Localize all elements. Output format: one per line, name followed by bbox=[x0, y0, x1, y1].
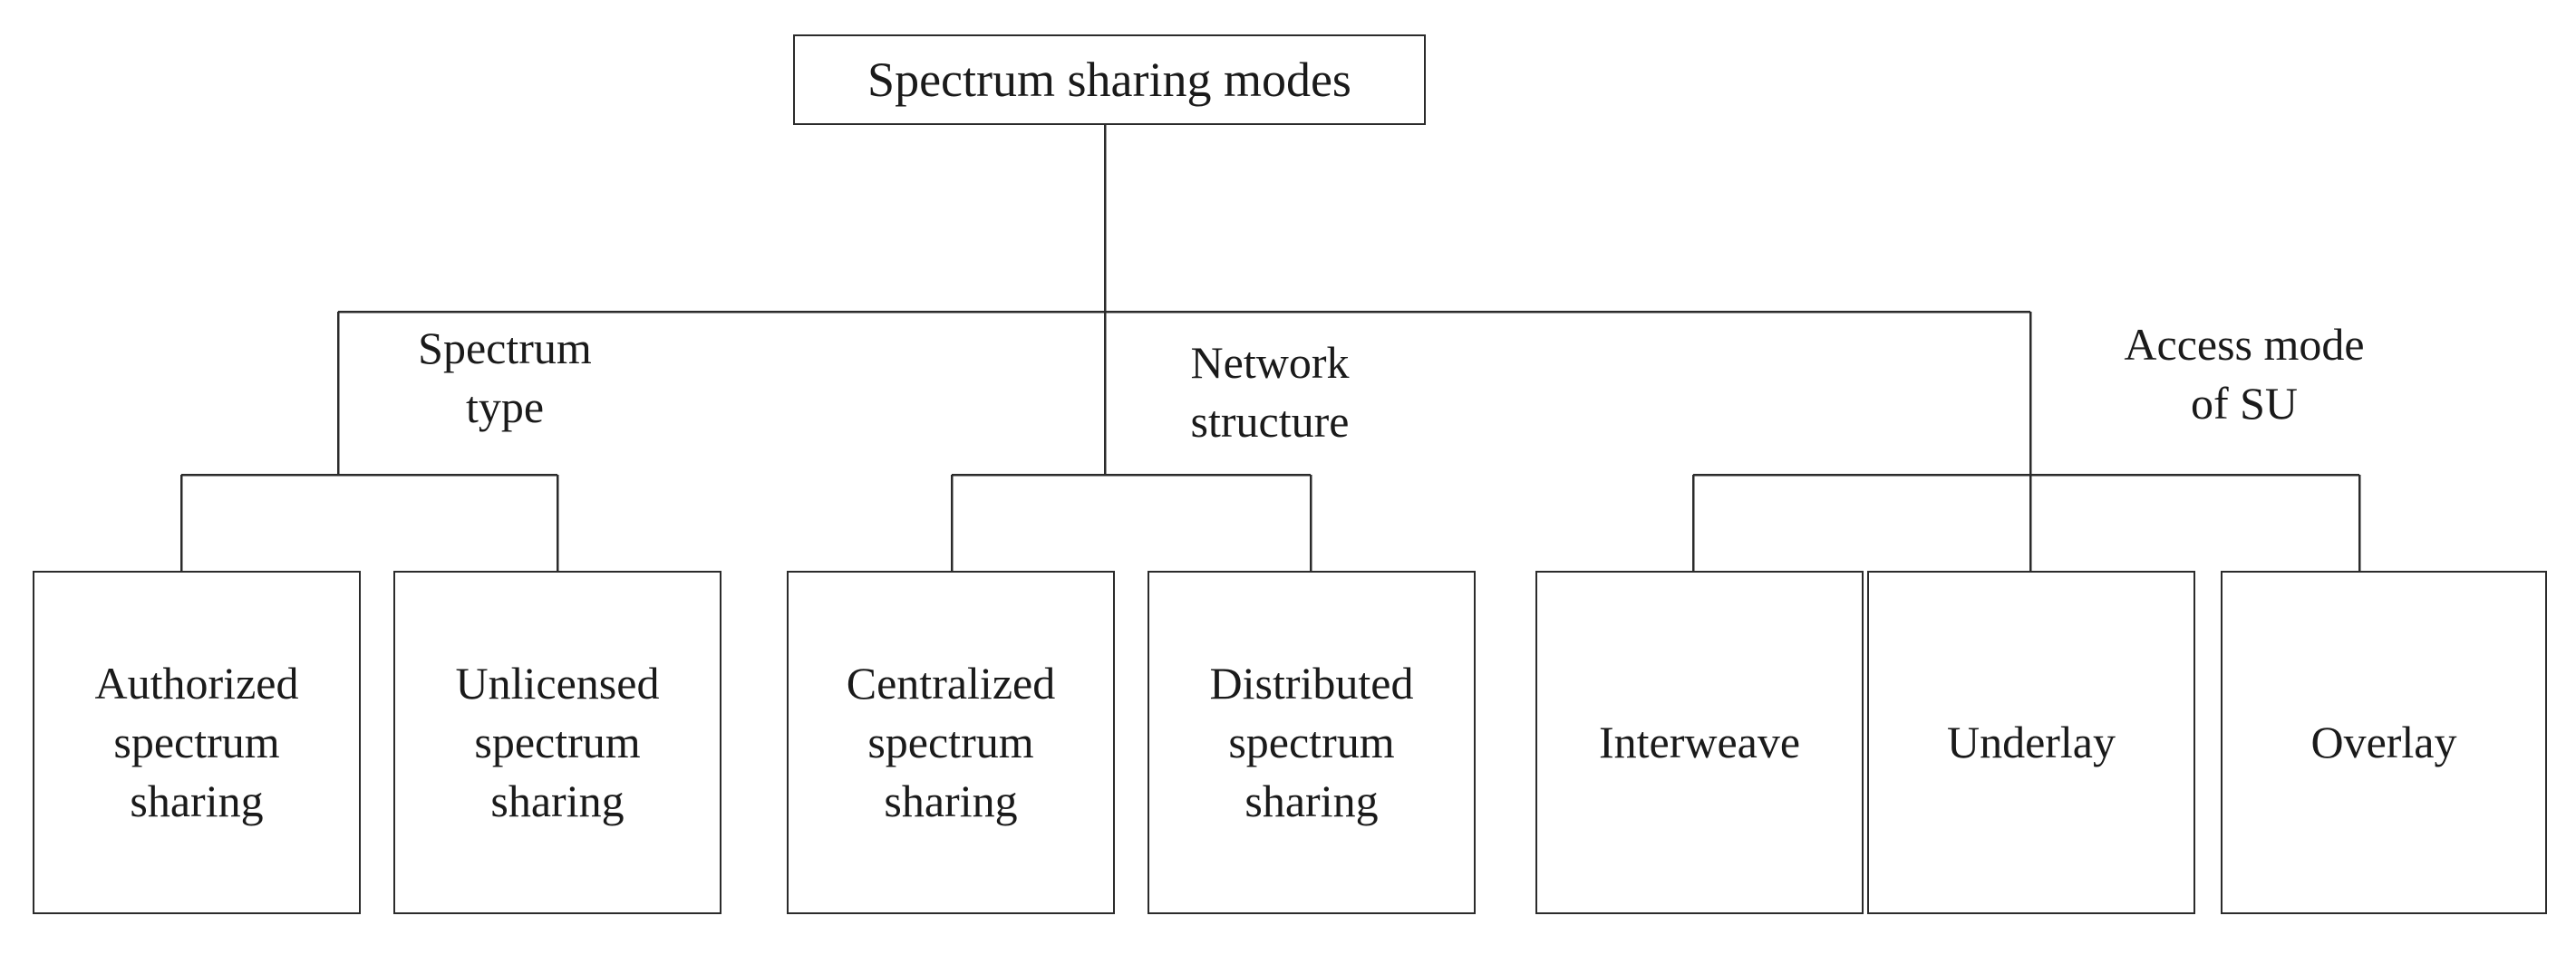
node-leaf-interweave[interactable]: Interweave bbox=[1535, 571, 1864, 914]
category-label-network-structure: Network structure bbox=[1190, 337, 1350, 447]
node-leaf-label: Overlay bbox=[2310, 717, 2457, 767]
node-leaf-overlay[interactable]: Overlay bbox=[2221, 571, 2547, 914]
node-leaf-unlicensed-spectrum-sharing[interactable]: Unlicensed spectrum sharing bbox=[393, 571, 721, 914]
node-leaf-centralized-spectrum-sharing[interactable]: Centralized spectrum sharing bbox=[787, 571, 1115, 914]
category-label-access-mode-of-su: Access mode of SU bbox=[2124, 319, 2365, 429]
node-leaf-label: Authorized spectrum sharing bbox=[94, 658, 299, 826]
node-leaf-label: Interweave bbox=[1598, 717, 1801, 767]
category-label-spectrum-type: Spectrum type bbox=[418, 323, 592, 432]
node-root-label: Spectrum sharing modes bbox=[867, 52, 1351, 107]
node-leaf-authorized-spectrum-sharing[interactable]: Authorized spectrum sharing bbox=[33, 571, 361, 914]
node-leaf-label: Distributed spectrum sharing bbox=[1209, 658, 1414, 826]
node-leaf-label: Centralized spectrum sharing bbox=[846, 658, 1056, 826]
node-leaf-underlay[interactable]: Underlay bbox=[1867, 571, 2195, 914]
node-root[interactable]: Spectrum sharing modes bbox=[793, 34, 1426, 125]
node-leaf-label: Unlicensed spectrum sharing bbox=[455, 658, 660, 826]
node-leaf-label: Underlay bbox=[1946, 717, 2116, 767]
node-leaf-distributed-spectrum-sharing[interactable]: Distributed spectrum sharing bbox=[1148, 571, 1476, 914]
